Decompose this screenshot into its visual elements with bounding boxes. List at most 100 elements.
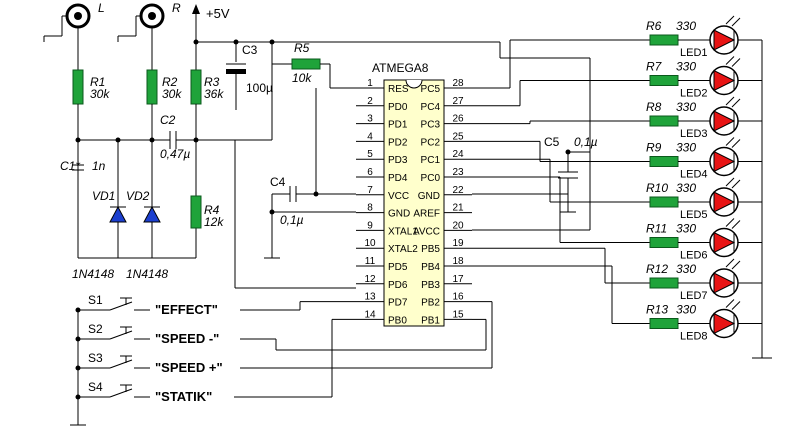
capacitor-c4 (264, 186, 356, 259)
led-resistor-value: 330 (676, 60, 696, 74)
chip-pin-number: 12 (364, 274, 376, 285)
led-label: LED6 (680, 250, 708, 262)
resistor-r5 (291, 58, 321, 70)
led-resistor (649, 75, 679, 86)
chip-pin-label: PD7 (388, 298, 408, 309)
chip-pin-number: 6 (367, 167, 373, 178)
r5-value: 10k (292, 71, 312, 85)
led-resistor (649, 277, 679, 289)
vd1-ref: VD1 (92, 189, 115, 203)
chip-pin-number: 8 (367, 203, 373, 214)
r1-value: 30k (90, 87, 110, 101)
chip-pin-number: 10 (364, 238, 376, 249)
led-resistor-value: 330 (676, 222, 696, 236)
switch-3: S3"SPEED +" (75, 351, 223, 375)
chip-pin-number: 11 (365, 256, 376, 267)
led-resistor (649, 115, 679, 127)
led-resistor (649, 318, 679, 329)
chip-pin-number: 13 (364, 292, 376, 303)
chip-pin-number: 21 (452, 203, 464, 214)
chip-pin-label: XTAL2 (388, 244, 418, 255)
chip-pin-number: 26 (452, 114, 464, 125)
r2-ref: R2 (162, 75, 178, 89)
chip-pin-number: 17 (452, 274, 464, 285)
chip-pin-number: 18 (452, 256, 464, 267)
chip-pin-number: 24 (452, 149, 464, 160)
c2-value: 0,47µ (160, 147, 190, 161)
r4-value: 12k (204, 215, 224, 229)
r2-value: 30k (162, 87, 182, 101)
chip-pin-label: PC5 (421, 84, 441, 95)
r5-ref: R5 (294, 41, 310, 55)
atmega8-chip: ATMEGA8 (372, 61, 445, 327)
chip-pin-label: PB2 (421, 298, 440, 309)
chip-pin-label: PB5 (421, 244, 440, 255)
chip-pin-number: 28 (452, 78, 464, 89)
chip-pin-number: 27 (452, 96, 464, 107)
supply-5v: +5V (192, 4, 230, 70)
capacitor-c3 (226, 42, 246, 110)
switch-2: S2"SPEED -" (75, 322, 219, 346)
chip-pin-number: 9 (367, 220, 373, 231)
led-label: LED7 (680, 290, 708, 302)
led-resistor-ref: R12 (646, 262, 668, 276)
c2-ref: C2 (160, 113, 176, 127)
led-resistor (649, 156, 679, 167)
led-label: LED2 (680, 88, 708, 100)
resistor-r4 (190, 195, 202, 229)
chip-pin-number: 7 (367, 185, 373, 196)
chip-pin-number: 25 (452, 131, 464, 142)
chip-pin-number: 16 (452, 292, 464, 303)
c5-value: 0,1µ (574, 135, 598, 149)
chip-pin-label: PD6 (388, 280, 408, 291)
switch-label: "EFFECT" (155, 302, 218, 317)
c5-ref: C5 (544, 135, 560, 149)
c4-value: 0,1µ (280, 213, 304, 227)
chip-pin-label: PB0 (388, 315, 407, 326)
chip-pin-label: PD4 (388, 173, 408, 184)
c1-value: 1n (92, 159, 106, 173)
chip-pin-label: PD1 (388, 120, 408, 131)
led-resistor-ref: R9 (646, 141, 662, 155)
led-resistor-ref: R6 (646, 19, 662, 33)
led-label: LED3 (680, 128, 708, 140)
chip-pin-label: PB4 (421, 262, 440, 273)
chip-pin-number: 2 (367, 96, 373, 107)
chip-name: ATMEGA8 (372, 61, 429, 75)
capacitor-c2 (169, 131, 235, 149)
led-resistor-ref: R11 (646, 222, 667, 236)
chip-left-pins: 1RES2PD03PD14PD25PD36PD47VCC8GND9XTAL110… (356, 78, 418, 326)
chip-pin-label: PC2 (421, 137, 441, 148)
chip-pin-number: 15 (452, 309, 464, 320)
chip-right-pins: 28PC527PC426PC325PC224PC123PC022GND21ARE… (413, 78, 472, 326)
chip-pin-label: AREF (413, 209, 440, 220)
switch-4: S4"STATIK" (75, 380, 212, 404)
chip-pin-label: PB3 (421, 280, 440, 291)
supply-label: +5V (206, 6, 230, 21)
chip-pin-label: PC0 (421, 173, 441, 184)
led-resistor-ref: R8 (646, 100, 662, 114)
chip-pin-label: XTAL1 (388, 226, 418, 237)
chip-pin-label: PB1 (421, 315, 440, 326)
led-resistor-value: 330 (676, 303, 696, 317)
vd2-ref: VD2 (126, 189, 150, 203)
r1-ref: R1 (90, 75, 105, 89)
r3-value: 36k (204, 87, 224, 101)
vd2-part: 1N4148 (126, 267, 168, 281)
input-label-right: R (172, 1, 181, 15)
resistor-r3 (190, 69, 202, 105)
input-label-left: L (98, 1, 105, 15)
chip-pin-number: 4 (367, 131, 373, 142)
led-label: LED5 (680, 209, 708, 221)
diode-vd2 (143, 205, 161, 223)
c4-ref: C4 (270, 175, 286, 189)
switch-ref: S4 (88, 380, 103, 394)
switch-array: S1"EFFECT"S2"SPEED -"S3"SPEED +"S4"STATI… (75, 293, 493, 404)
